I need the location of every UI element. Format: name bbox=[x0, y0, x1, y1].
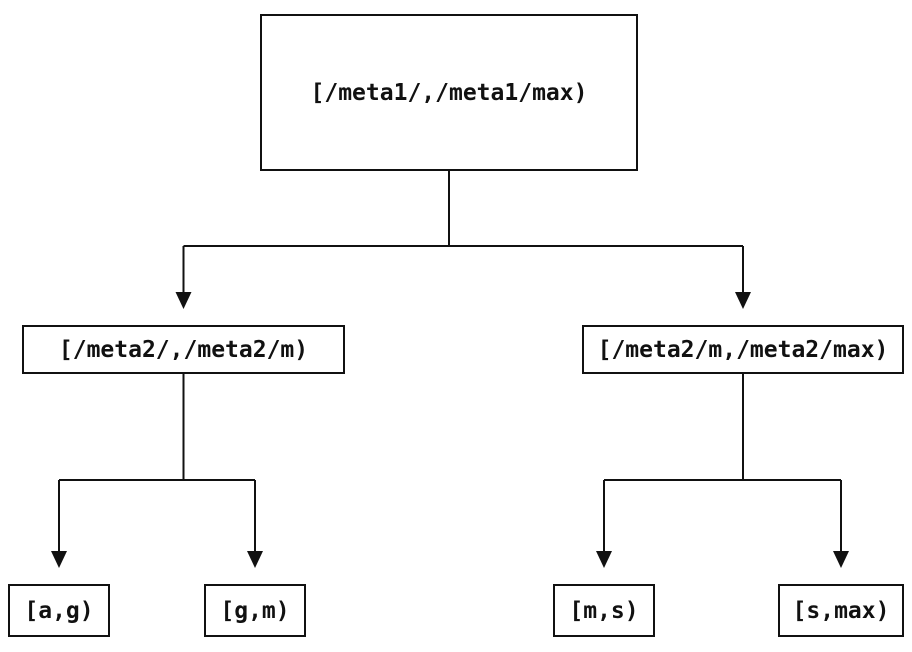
arrowhead-down-icon bbox=[735, 292, 751, 309]
node-leaf-m-s-label: [m,s) bbox=[569, 597, 639, 624]
node-meta2-low-label: [/meta2/,/meta2/m) bbox=[58, 336, 309, 363]
arrowhead-down-icon bbox=[247, 551, 263, 568]
node-meta2-high-label: [/meta2/m,/meta2/max) bbox=[597, 336, 889, 363]
node-meta2-low-range: [/meta2/,/meta2/m) bbox=[22, 325, 345, 374]
arrowhead-down-icon bbox=[175, 292, 192, 309]
node-leaf-s-max: [s,max) bbox=[778, 584, 904, 637]
arrowhead-down-icon bbox=[833, 551, 849, 568]
node-leaf-g-m-label: [g,m) bbox=[220, 597, 290, 624]
node-root-label: [/meta1/,/meta1/max) bbox=[310, 79, 588, 106]
node-leaf-a-g: [a,g) bbox=[8, 584, 110, 637]
arrowhead-down-icon bbox=[596, 551, 612, 568]
node-leaf-s-max-label: [s,max) bbox=[792, 597, 890, 624]
arrowhead-down-icon bbox=[51, 551, 67, 568]
node-leaf-m-s: [m,s) bbox=[553, 584, 655, 637]
node-meta2-high-range: [/meta2/m,/meta2/max) bbox=[582, 325, 904, 374]
node-root-range: [/meta1/,/meta1/max) bbox=[260, 14, 638, 171]
node-leaf-a-g-label: [a,g) bbox=[24, 597, 94, 624]
node-leaf-g-m: [g,m) bbox=[204, 584, 306, 637]
